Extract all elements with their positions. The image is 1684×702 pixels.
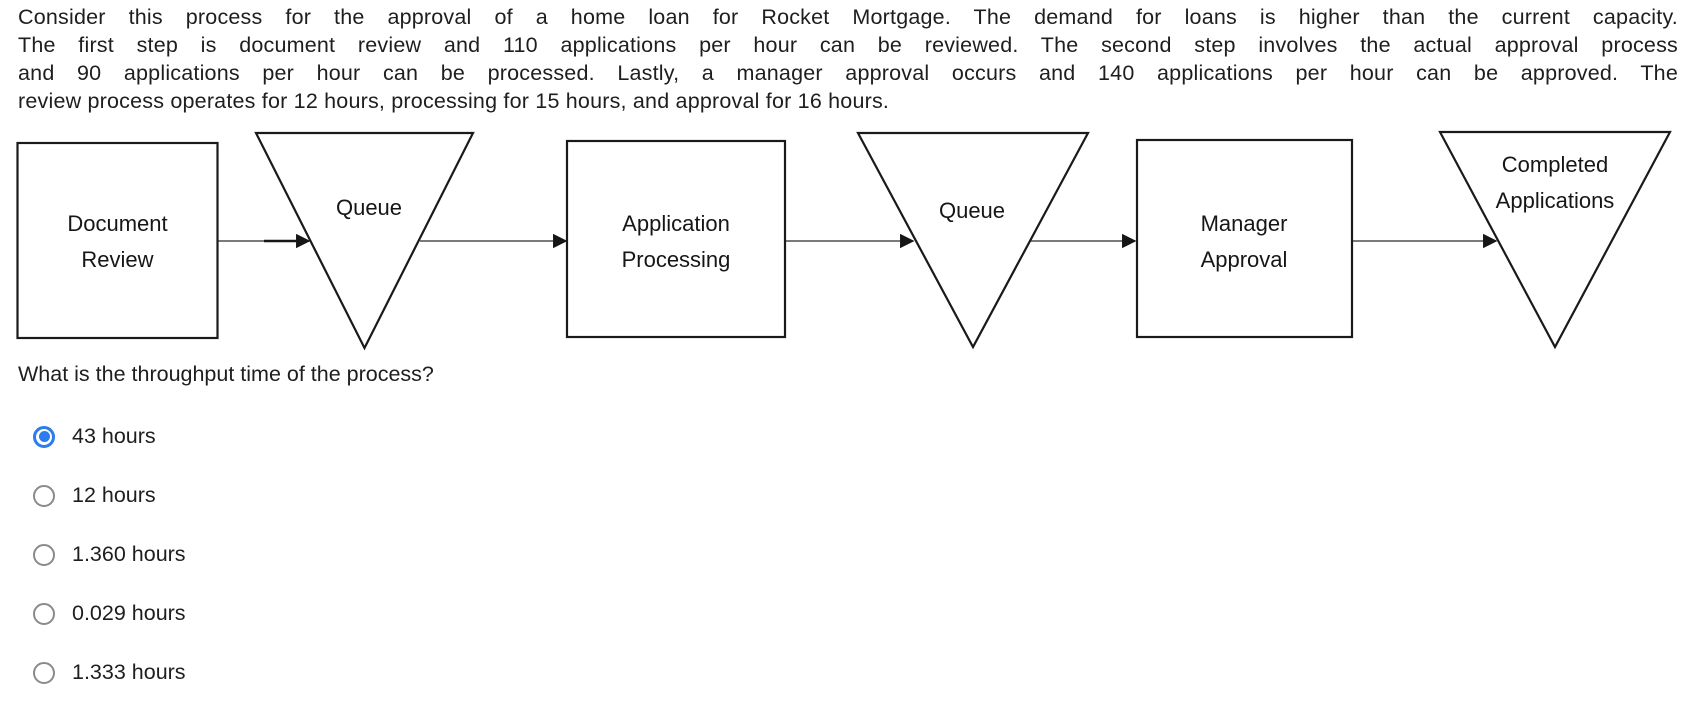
option-radio[interactable] [33, 484, 55, 507]
radio-dot [39, 490, 50, 501]
radio-dot [39, 667, 50, 678]
radio-dot [39, 549, 50, 560]
process-flow-diagram: Document Review Queue Application Proces… [16, 130, 1672, 350]
problem-statement-line: and 90 applications per hour can be proc… [18, 61, 1678, 85]
queue-1-label: Queue [336, 195, 402, 220]
question-text: What is the throughput time of the proce… [18, 362, 434, 386]
application-processing-label-line2: Processing [622, 247, 731, 272]
option-radio[interactable] [33, 543, 55, 566]
radio-dot [39, 608, 50, 619]
answer-options: 43 hours 12 hours 1.360 hours 0.029 hour… [0, 407, 1684, 702]
option-row-1[interactable]: 12 hours [0, 466, 1684, 525]
option-radio[interactable] [33, 425, 55, 448]
application-processing-label-line1: Application [622, 211, 730, 236]
problem-statement-line: The first step is document review and 11… [18, 33, 1678, 57]
option-label[interactable]: 43 hours [72, 424, 156, 448]
queue-2-triangle [856, 131, 1090, 350]
queue-2-label: Queue [939, 198, 1005, 223]
completed-applications-label-line2: Applications [1496, 188, 1615, 213]
option-label[interactable]: 1.360 hours [72, 542, 186, 566]
radio-dot [38, 431, 50, 442]
problem-statement-line: Consider this process for the approval o… [18, 5, 1678, 29]
option-label[interactable]: 1.333 hours [72, 660, 186, 684]
option-row-2[interactable]: 1.360 hours [0, 525, 1684, 584]
option-label[interactable]: 0.029 hours [72, 601, 186, 625]
manager-approval-label-line2: Approval [1201, 247, 1288, 272]
application-processing-box [565, 139, 787, 339]
completed-applications-triangle [1438, 130, 1672, 350]
problem-statement: Consider this process for the approval o… [0, 0, 1684, 115]
option-radio[interactable] [33, 602, 55, 625]
document-review-label-line2: Review [81, 247, 153, 272]
option-radio[interactable] [33, 661, 55, 684]
option-row-4[interactable]: 1.333 hours [0, 643, 1684, 702]
document-review-box [16, 141, 219, 340]
completed-applications-label-line1: Completed [1502, 152, 1608, 177]
problem-statement-line: review process operates for 12 hours, pr… [18, 89, 890, 113]
manager-approval-label-line1: Manager [1201, 211, 1288, 236]
manager-approval-box [1135, 138, 1354, 339]
document-review-label-line1: Document [67, 211, 167, 236]
queue-1-triangle [254, 131, 475, 350]
option-label[interactable]: 12 hours [72, 483, 156, 507]
option-row-0[interactable]: 43 hours [0, 407, 1684, 466]
option-row-3[interactable]: 0.029 hours [0, 584, 1684, 643]
